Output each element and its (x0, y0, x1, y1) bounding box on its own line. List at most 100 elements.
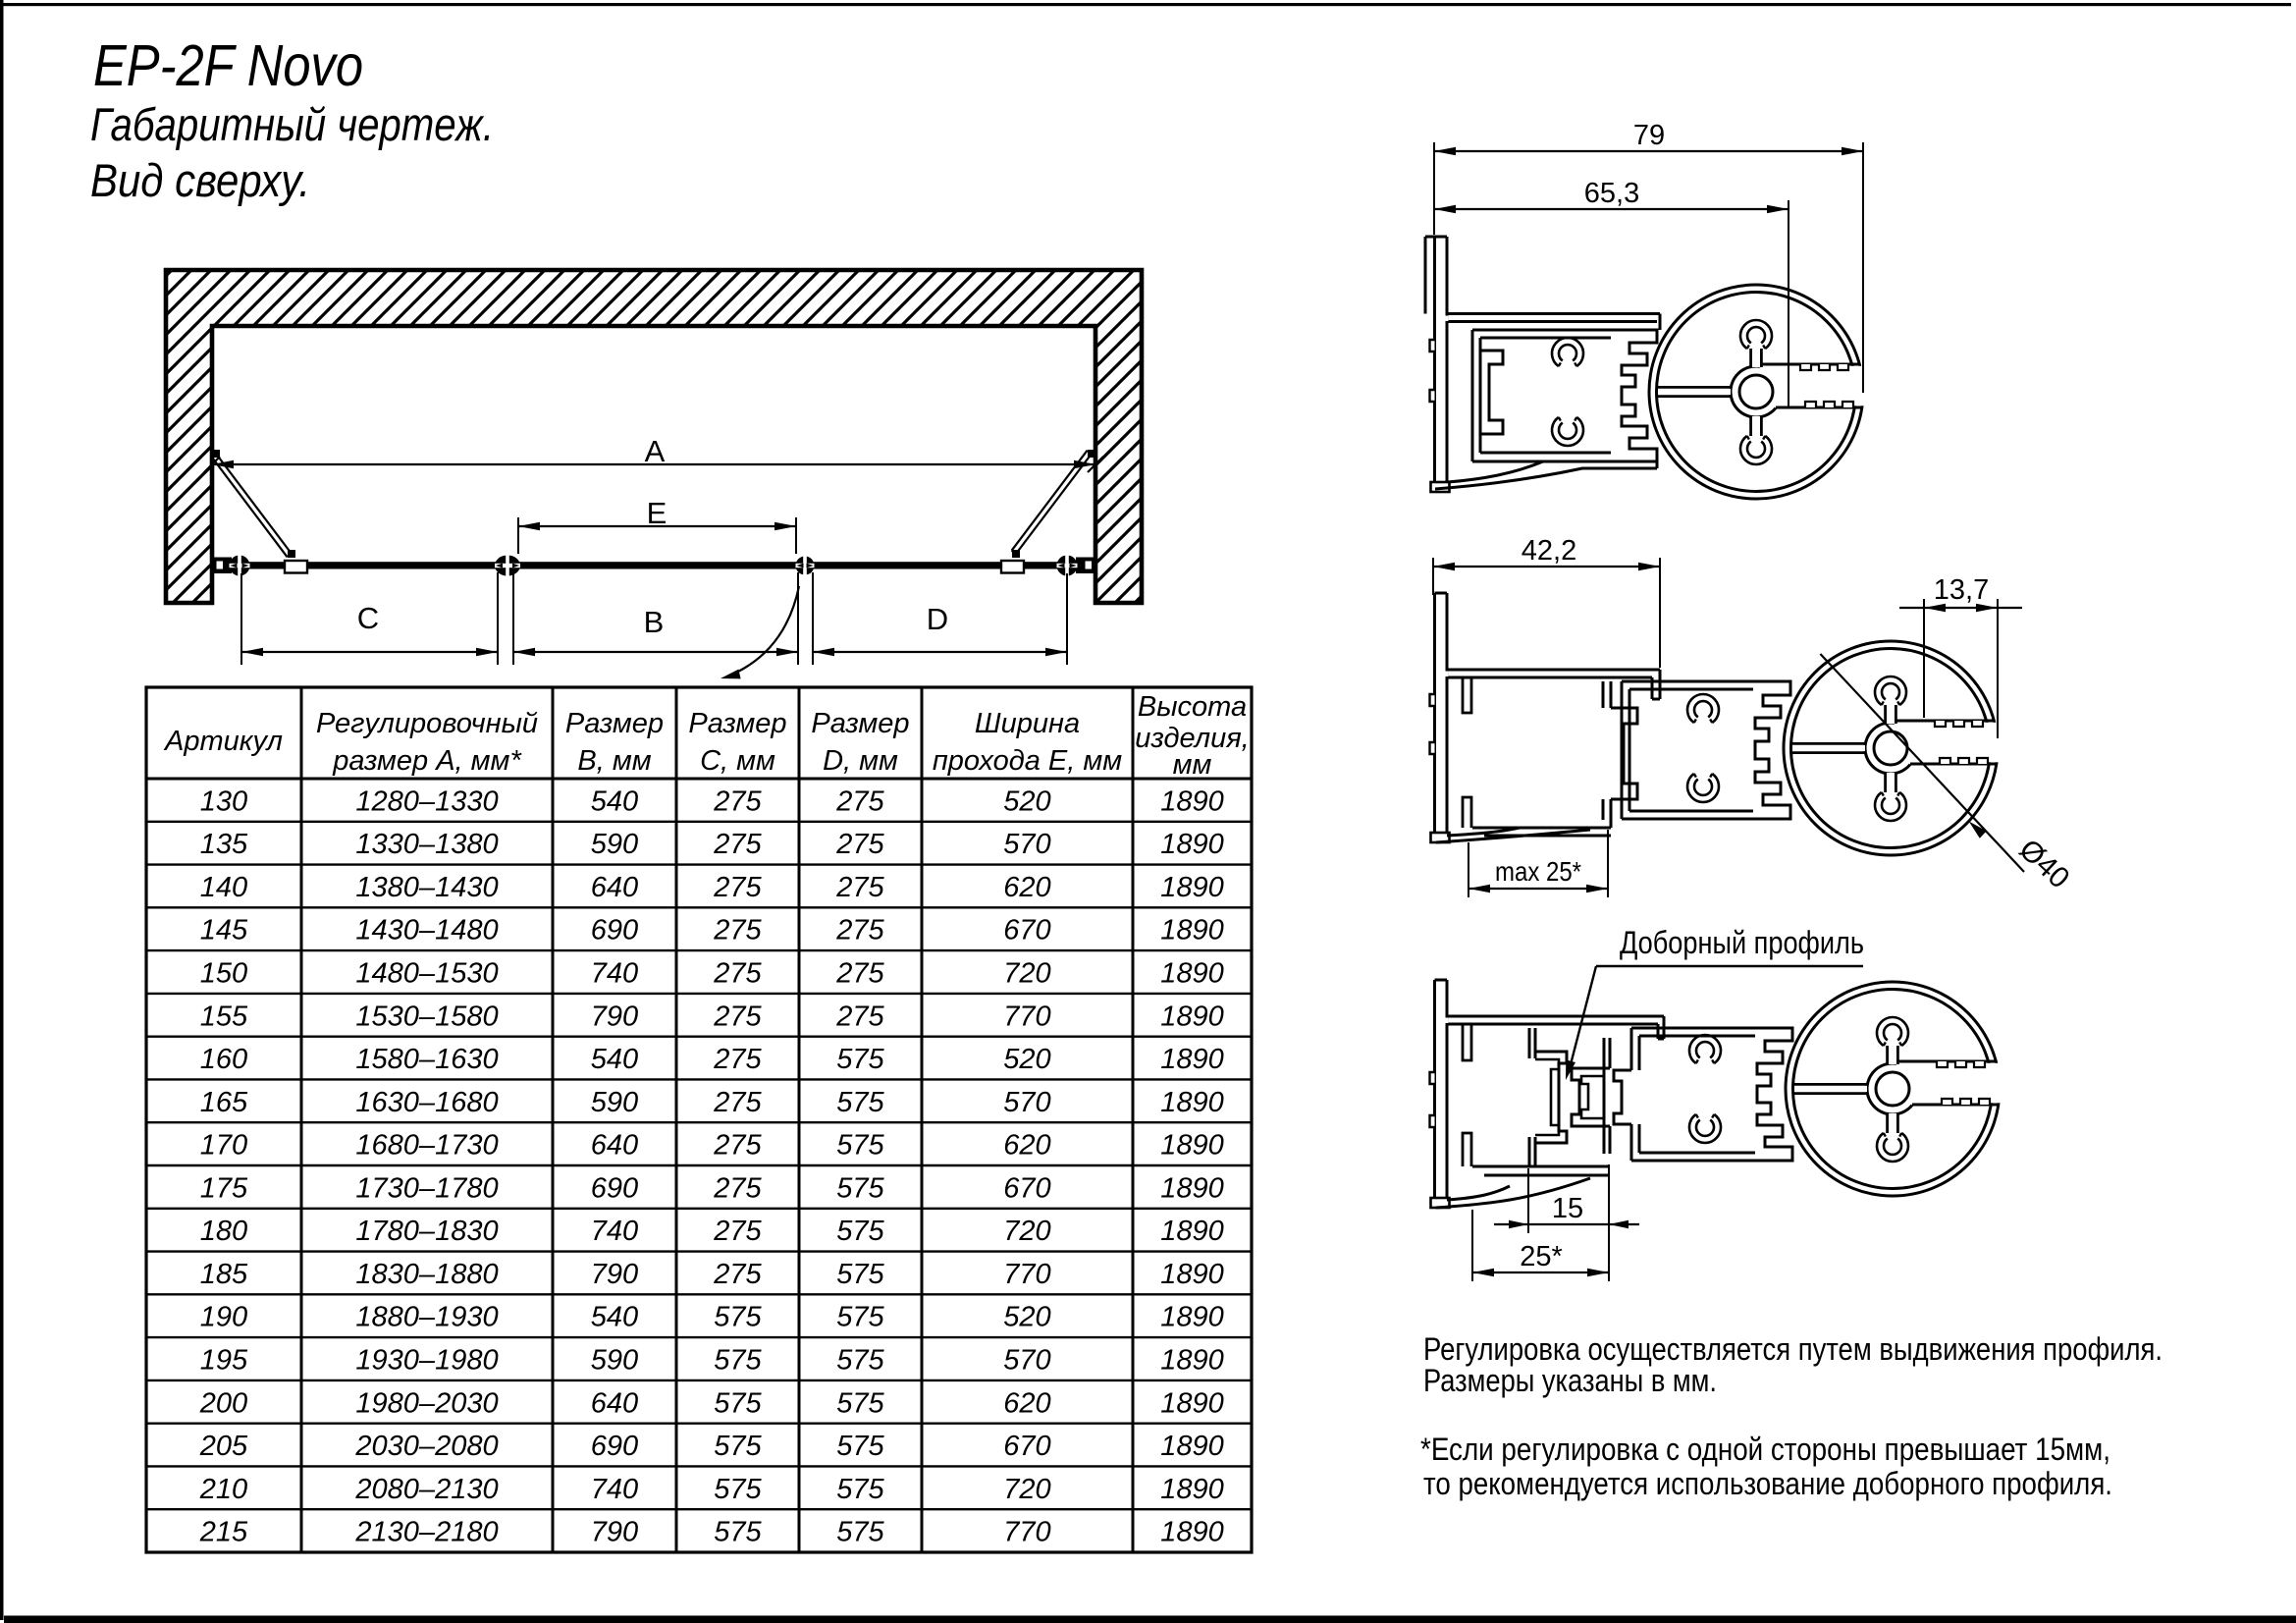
svg-text:640: 640 (591, 872, 638, 903)
svg-text:то рекомендуется использование: то рекомендуется использование доборного… (1423, 1466, 2112, 1501)
svg-text:620: 620 (1003, 1130, 1050, 1162)
svg-text:Артикул: Артикул (163, 726, 283, 757)
svg-text:B: B (644, 605, 665, 639)
svg-text:D, мм: D, мм (823, 745, 898, 777)
svg-text:1890: 1890 (1160, 1387, 1224, 1419)
svg-text:690: 690 (591, 1172, 638, 1204)
svg-text:575: 575 (714, 1302, 762, 1333)
svg-text:155: 155 (200, 1001, 248, 1032)
svg-text:640: 640 (591, 1130, 638, 1162)
svg-text:520: 520 (1003, 1044, 1050, 1075)
svg-text:13,7: 13,7 (1934, 574, 1989, 606)
svg-text:max 25*: max 25* (1495, 856, 1581, 887)
svg-text:2130–2180: 2130–2180 (354, 1517, 498, 1548)
svg-text:130: 130 (200, 785, 247, 817)
svg-text:изделия,: изделия, (1135, 723, 1250, 754)
svg-text:570: 570 (1003, 1087, 1050, 1118)
svg-text:мм: мм (1173, 749, 1212, 781)
svg-text:195: 195 (200, 1345, 248, 1377)
svg-text:190: 190 (200, 1302, 247, 1333)
svg-text:690: 690 (591, 1431, 638, 1462)
svg-text:275: 275 (713, 1130, 762, 1162)
svg-text:590: 590 (591, 1345, 638, 1377)
svg-text:540: 540 (591, 785, 638, 817)
svg-text:145: 145 (200, 915, 248, 947)
svg-text:размер А, мм*: размер А, мм* (332, 745, 522, 777)
svg-text:275: 275 (835, 958, 884, 990)
svg-text:1580–1630: 1580–1630 (355, 1044, 498, 1075)
svg-text:1630–1680: 1630–1680 (355, 1087, 498, 1118)
svg-text:575: 575 (836, 1087, 884, 1118)
svg-text:1890: 1890 (1160, 1474, 1224, 1505)
svg-text:1880–1930: 1880–1930 (355, 1302, 498, 1333)
svg-text:150: 150 (200, 958, 247, 990)
svg-text:Размер: Размер (811, 708, 909, 739)
svg-text:210: 210 (199, 1474, 247, 1505)
svg-text:690: 690 (591, 915, 638, 947)
svg-text:C: C (357, 601, 379, 635)
svg-text:1890: 1890 (1160, 1216, 1224, 1247)
svg-text:275: 275 (713, 785, 762, 817)
svg-text:570: 570 (1003, 1345, 1050, 1377)
svg-text:670: 670 (1003, 915, 1050, 947)
svg-text:25*: 25* (1520, 1241, 1563, 1272)
svg-text:575: 575 (836, 1345, 884, 1377)
svg-text:1890: 1890 (1160, 1001, 1224, 1032)
svg-text:1890: 1890 (1160, 1517, 1224, 1548)
svg-text:1430–1480: 1430–1480 (355, 915, 498, 947)
svg-text:79: 79 (1633, 120, 1665, 151)
svg-text:1780–1830: 1780–1830 (355, 1216, 498, 1247)
svg-text:670: 670 (1003, 1431, 1050, 1462)
svg-text:205: 205 (199, 1431, 248, 1462)
svg-text:1890: 1890 (1160, 915, 1224, 947)
svg-text:1890: 1890 (1160, 1087, 1224, 1118)
svg-text:1530–1580: 1530–1580 (355, 1001, 498, 1032)
svg-text:275: 275 (835, 915, 884, 947)
svg-text:790: 790 (591, 1259, 638, 1290)
svg-text:Вид сверху.: Вид сверху. (90, 154, 310, 206)
svg-text:575: 575 (836, 1302, 884, 1333)
svg-text:В, мм: В, мм (577, 745, 651, 777)
svg-text:1890: 1890 (1160, 1259, 1224, 1290)
svg-text:D: D (927, 602, 948, 636)
svg-text:1830–1880: 1830–1880 (355, 1259, 498, 1290)
svg-text:1890: 1890 (1160, 1302, 1224, 1333)
svg-text:Размер: Размер (565, 708, 664, 739)
svg-text:275: 275 (713, 872, 762, 903)
svg-text:540: 540 (591, 1302, 638, 1333)
svg-text:160: 160 (200, 1044, 247, 1075)
svg-text:520: 520 (1003, 1302, 1050, 1333)
svg-text:200: 200 (199, 1387, 247, 1419)
svg-text:*Если регулировка с одной стор: *Если регулировка с одной стороны превыш… (1420, 1432, 2110, 1467)
svg-text:Ширина: Ширина (975, 708, 1080, 739)
svg-text:590: 590 (591, 829, 638, 860)
svg-text:1890: 1890 (1160, 1044, 1224, 1075)
svg-text:1380–1430: 1380–1430 (355, 872, 498, 903)
svg-text:135: 135 (200, 829, 248, 860)
svg-text:275: 275 (713, 1172, 762, 1204)
svg-text:540: 540 (591, 1044, 638, 1075)
svg-text:1280–1330: 1280–1330 (355, 785, 498, 817)
svg-text:275: 275 (713, 1087, 762, 1118)
svg-text:275: 275 (713, 1001, 762, 1032)
svg-text:720: 720 (1003, 1474, 1050, 1505)
svg-text:2030–2080: 2030–2080 (354, 1431, 498, 1462)
svg-text:1890: 1890 (1160, 1431, 1224, 1462)
svg-text:575: 575 (836, 1216, 884, 1247)
svg-text:Габаритный чертеж.: Габаритный чертеж. (90, 98, 494, 150)
svg-text:770: 770 (1003, 1517, 1050, 1548)
svg-text:275: 275 (835, 785, 884, 817)
svg-text:1480–1530: 1480–1530 (355, 958, 498, 990)
svg-text:575: 575 (836, 1517, 884, 1548)
svg-text:15: 15 (1552, 1193, 1583, 1224)
svg-text:165: 165 (200, 1087, 248, 1118)
svg-text:740: 740 (591, 1474, 638, 1505)
svg-text:275: 275 (835, 872, 884, 903)
svg-text:185: 185 (200, 1259, 248, 1290)
svg-text:520: 520 (1003, 785, 1050, 817)
svg-text:275: 275 (713, 1259, 762, 1290)
svg-text:720: 720 (1003, 958, 1050, 990)
svg-text:1730–1780: 1730–1780 (355, 1172, 498, 1204)
svg-text:575: 575 (714, 1387, 762, 1419)
svg-text:590: 590 (591, 1087, 638, 1118)
